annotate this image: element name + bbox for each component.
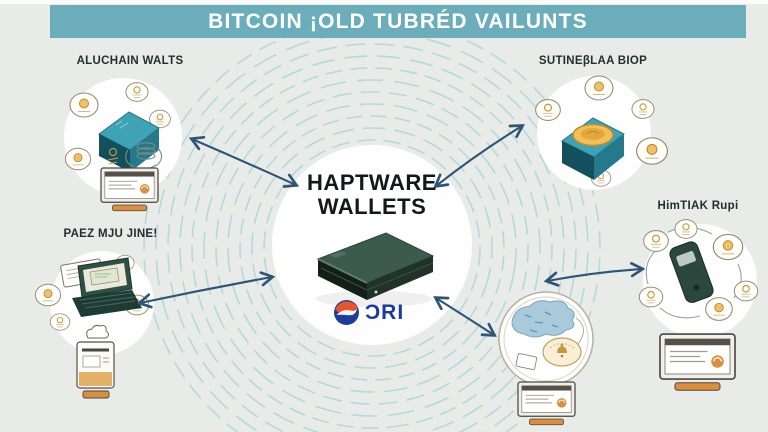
title-text: BITCOIN ¡OLD TUBRÉD VAILUNTS [208,9,588,33]
arrow-top-left [192,139,296,185]
jar-icon [76,324,115,399]
center-title-line2: WALLETS [317,194,427,219]
label-node-bottom-left: PAEZ MJU JINE! [63,228,158,240]
desktop-monitor-icon [659,333,736,392]
badge-icon [542,337,582,367]
center-title-line1: HAPTWARE [307,170,437,195]
treasure-box-illustration [535,75,669,187]
label-node-top-left: ALUCHAIN WALTS [76,55,184,67]
top-margin-strip [0,0,768,4]
usb-wallet-illustration [638,219,759,392]
arrow-globe [436,298,494,335]
label-node-top-right: SUTINEβLAA BIOP [538,55,648,67]
label-node-right: HimTIAK Rupi [657,200,739,212]
laptop-illustration [34,254,150,399]
arrow-bottom-left [140,277,272,303]
arrow-right [547,269,642,281]
desktop-monitor-icon [517,381,576,426]
brand-logo-text: ƆRI [365,300,405,324]
brand-logo: ƆRI [333,299,404,326]
arrow-top-right [436,126,522,186]
center-title: HAPTWARE WALLETS [282,171,462,219]
title-banner: BITCOIN ¡OLD TUBRÉD VAILUNTS [50,5,746,38]
connection-arrows [140,126,642,335]
coin-stack-sketch-icon [125,142,163,170]
desktop-monitor-icon [100,167,159,212]
orange-blue-swoosh-globe-icon [334,300,359,325]
globe-illustration [498,291,594,426]
crypto-box-illustration [64,82,171,212]
map-landmass [511,300,575,338]
